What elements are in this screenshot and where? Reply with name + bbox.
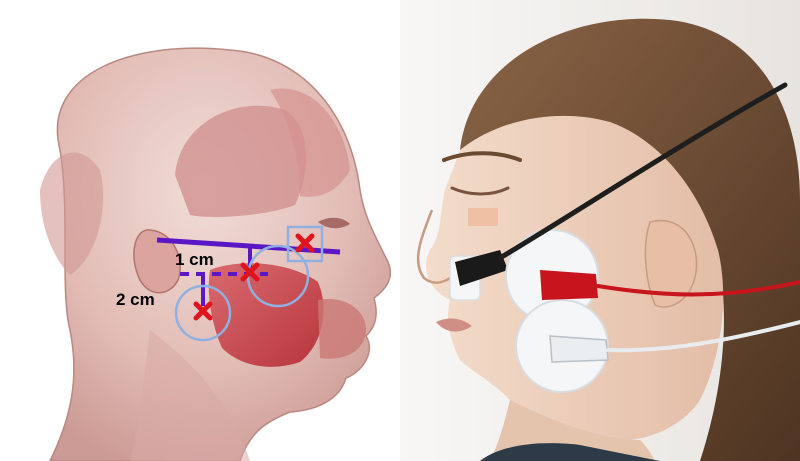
masseter-muscle [209, 263, 324, 367]
label-one-cm: 1 cm [175, 250, 214, 269]
anatomy-head-svg: 1 cm 2 cm [0, 0, 400, 461]
white-electrode-clip [550, 336, 608, 362]
subject-photo-panel [400, 0, 800, 461]
subject-photo-svg [400, 0, 800, 461]
red-electrode-clip [540, 270, 598, 300]
label-two-cm: 2 cm [116, 290, 155, 309]
anatomy-illustration-panel: 1 cm 2 cm [0, 0, 400, 461]
censor-box [468, 208, 498, 226]
head-silhouette [50, 48, 390, 461]
